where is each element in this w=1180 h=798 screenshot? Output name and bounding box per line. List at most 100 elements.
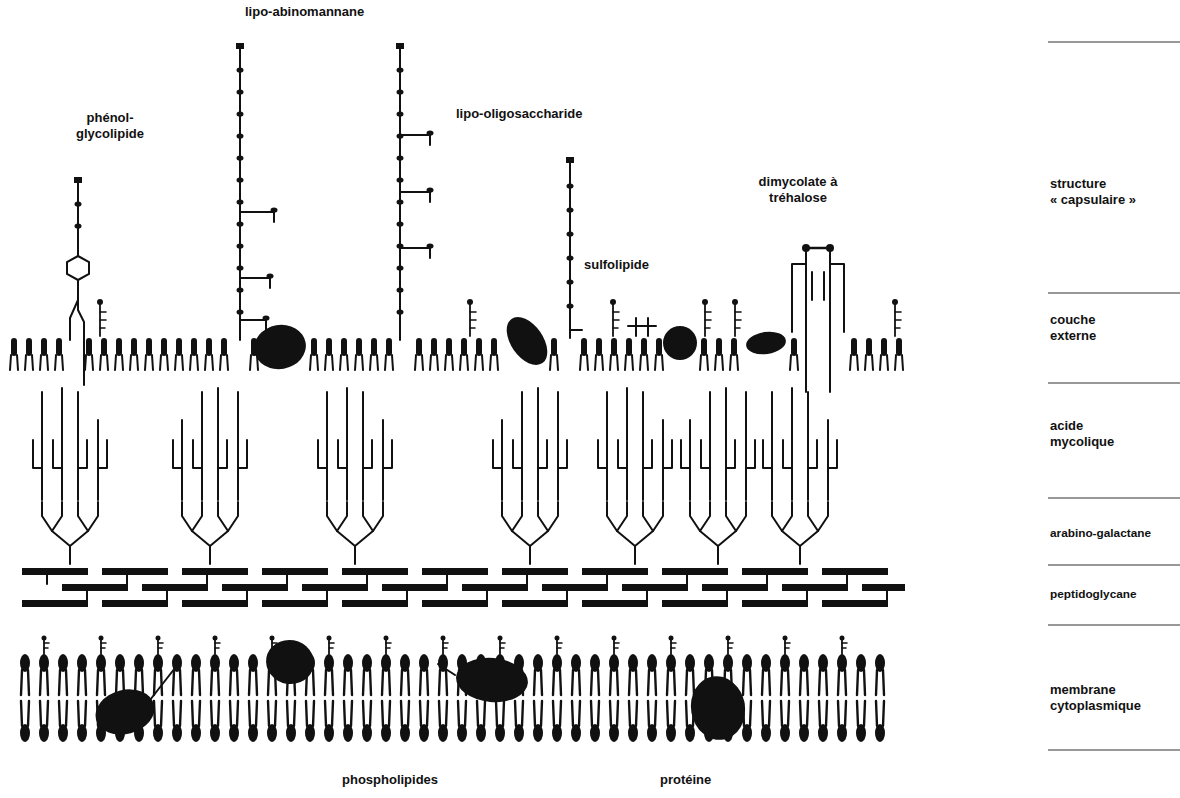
stroke <box>446 575 448 584</box>
stroke <box>190 355 198 370</box>
stroke <box>570 329 582 331</box>
glycan-bar <box>62 584 128 591</box>
stroke <box>145 355 153 370</box>
stroke <box>556 640 558 654</box>
sugar-dot <box>237 89 244 94</box>
sugar-dot <box>427 243 434 248</box>
protein-blob <box>251 321 310 373</box>
stroke <box>663 440 672 468</box>
sugar-dot <box>840 636 845 641</box>
stroke <box>249 701 257 726</box>
sugar-dot <box>397 89 404 94</box>
outer-lipid <box>611 338 617 356</box>
sugar-dot <box>397 155 404 160</box>
outer-lipid <box>851 338 857 356</box>
stroke <box>726 440 735 468</box>
sugar-dot <box>267 273 274 278</box>
glycan-bar <box>382 584 448 591</box>
outer-lipid <box>476 338 482 356</box>
outer-layer <box>10 299 903 373</box>
stroke <box>671 643 676 648</box>
stroke <box>628 318 656 336</box>
stroke <box>808 440 817 468</box>
stroke <box>52 531 88 564</box>
stroke <box>97 670 105 695</box>
outer-lipid <box>116 338 122 356</box>
stroke <box>328 640 330 654</box>
stroke <box>595 355 603 370</box>
part-label: protéine <box>660 772 760 788</box>
sugar-dot <box>237 133 244 138</box>
stroke <box>230 670 238 695</box>
glycan-bar <box>822 568 888 575</box>
sugar-dot <box>271 207 278 212</box>
molecule-label: dimycolate à tréhalose <box>746 174 850 206</box>
stroke <box>558 440 567 468</box>
stroke <box>806 252 830 392</box>
stroke <box>175 355 183 370</box>
outer-lipid <box>41 338 47 356</box>
glycan-bar <box>542 584 608 591</box>
stroke <box>77 392 79 500</box>
sugar-dot <box>427 130 434 135</box>
glycan-bar <box>822 600 888 607</box>
stroke <box>792 264 844 332</box>
stroke <box>580 355 588 370</box>
stroke <box>838 701 846 726</box>
outer-lipid <box>551 338 557 356</box>
stroke <box>318 440 327 468</box>
stroke <box>534 670 542 695</box>
stroke <box>785 643 790 648</box>
arabinogalactan <box>42 502 828 564</box>
outer-lipid <box>176 338 182 356</box>
stroke <box>217 388 219 500</box>
stroke <box>340 355 348 370</box>
stroke <box>400 248 430 258</box>
stroke <box>363 701 371 726</box>
stroke <box>667 670 675 695</box>
stroke <box>790 355 798 370</box>
layer-label: acide mycolique <box>1050 418 1134 450</box>
stroke <box>762 701 770 726</box>
glycan-bar <box>342 600 408 607</box>
stroke <box>166 591 168 600</box>
stroke <box>819 701 827 726</box>
sugar-dot <box>270 636 275 641</box>
sugar-dot <box>826 244 834 252</box>
outer-lipid <box>596 338 602 356</box>
stroke <box>415 355 423 370</box>
separator-line <box>1048 41 1180 42</box>
stroke <box>670 640 672 654</box>
stroke <box>325 670 333 695</box>
stroke <box>77 182 79 256</box>
stroke <box>705 312 711 328</box>
stroke <box>726 591 728 600</box>
glycan-bar <box>662 568 728 575</box>
outer-lipid <box>311 338 317 356</box>
stroke <box>550 355 558 370</box>
chain-cap <box>236 43 244 49</box>
stroke <box>502 502 522 531</box>
stroke <box>240 212 274 222</box>
stroke <box>101 643 106 648</box>
outer-lipid <box>326 338 332 356</box>
stroke <box>538 440 547 468</box>
stroke <box>572 670 580 695</box>
stroke <box>606 392 608 500</box>
stroke <box>475 355 483 370</box>
stroke <box>25 355 33 370</box>
sugar-dot <box>237 155 244 160</box>
stroke <box>766 575 768 584</box>
stroke <box>746 440 755 468</box>
separator-line <box>1048 564 1180 565</box>
stroke <box>53 440 62 468</box>
protein-blob <box>663 326 697 360</box>
stroke <box>130 355 138 370</box>
stroke <box>363 440 372 468</box>
stroke <box>78 280 84 385</box>
stroke <box>344 670 352 695</box>
glycan-bar <box>422 600 488 607</box>
sugar-dot <box>567 183 574 188</box>
layer-label: peptidoglycane <box>1050 586 1178 602</box>
stroke <box>808 502 828 531</box>
